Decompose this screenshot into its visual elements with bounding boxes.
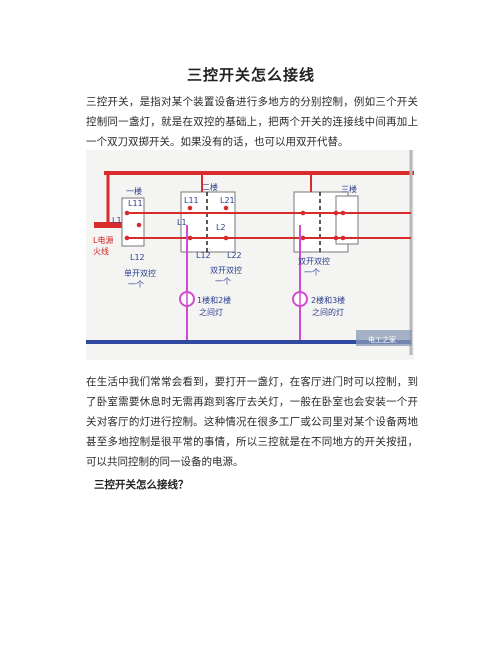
label-lamp-a2: 之间灯: [199, 307, 223, 317]
switch-1-box: [121, 197, 145, 247]
switch-4-box: [335, 195, 359, 245]
neutral-blue-wire: [86, 340, 411, 344]
section-heading: 三控开关怎么接线？: [94, 479, 189, 491]
label-l22-b: L22: [227, 251, 242, 260]
power-red-stub: [94, 222, 124, 228]
label-single-dual-2: 一个: [128, 280, 144, 289]
body-paragraph: 在生活中我们常常会看到，要打开一盏灯，在客厅进门时可以控制，到了卧室需要休息时无…: [86, 376, 418, 468]
switch-3-contact-4: [333, 235, 339, 241]
label-l11-a: L11: [128, 199, 143, 208]
label-double-dual-b2: 一个: [304, 268, 320, 277]
switch-2-contact-4: [223, 235, 229, 241]
switch-2-contact-3: [223, 205, 229, 211]
label-floor-2: 二楼: [202, 182, 218, 192]
label-l21-b: L21: [220, 196, 235, 205]
label-single-dual-1: 单开双控: [124, 268, 156, 278]
switch-3-contact-3: [333, 210, 339, 216]
wiring-diagram-svg: 一楼 二楼 三楼 L11 L1 L12 L11 L21 L1 L2 L12 L2…: [86, 150, 414, 360]
top-red-wire: [104, 171, 414, 175]
label-lamp-a1: 1楼和2楼: [197, 295, 231, 305]
wiring-diagram: 一楼 二楼 三楼 L11 L1 L12 L11 L21 L1 L2 L12 L2…: [86, 150, 414, 360]
label-l11-b: L11: [184, 196, 199, 205]
watermark-bar: [356, 330, 412, 346]
label-l12-a: L12: [130, 253, 145, 262]
label-double-dual-a1: 双开双控: [210, 265, 242, 275]
switch-3-contact-2: [300, 235, 306, 241]
label-double-dual-a2: 一个: [215, 277, 231, 286]
switch-1-terminal-common: [136, 222, 142, 228]
label-floor-3: 三楼: [341, 184, 357, 194]
label-fire-line: 火线: [93, 246, 109, 256]
page-title: 三控开关怎么接线: [186, 66, 315, 84]
switch-2-contact-1: [187, 205, 193, 211]
label-power-line: L电源: [93, 235, 113, 245]
label-lamp-b1: 2楼和3楼: [311, 295, 345, 305]
label-lamp-b2: 之间的灯: [312, 307, 344, 317]
watermark-text: 电工之家: [368, 335, 396, 344]
label-l2-b: L2: [216, 223, 226, 232]
switch-3-contact-1: [300, 210, 306, 216]
label-l1-a: L1: [112, 216, 122, 225]
switch-2-box: [180, 191, 236, 253]
label-l1-b: L1: [177, 218, 187, 227]
label-floor-1: 一楼: [126, 186, 142, 196]
label-double-dual-b1: 双开双控: [298, 256, 330, 266]
label-l12-b: L12: [196, 251, 211, 260]
intro-paragraph: 三控开关，是指对某个装置设备进行多地方的分别控制，例如三个开关控制同一盏灯，就是…: [86, 96, 418, 148]
switch-2-contact-2: [187, 235, 193, 241]
diagram-background: [86, 150, 414, 360]
